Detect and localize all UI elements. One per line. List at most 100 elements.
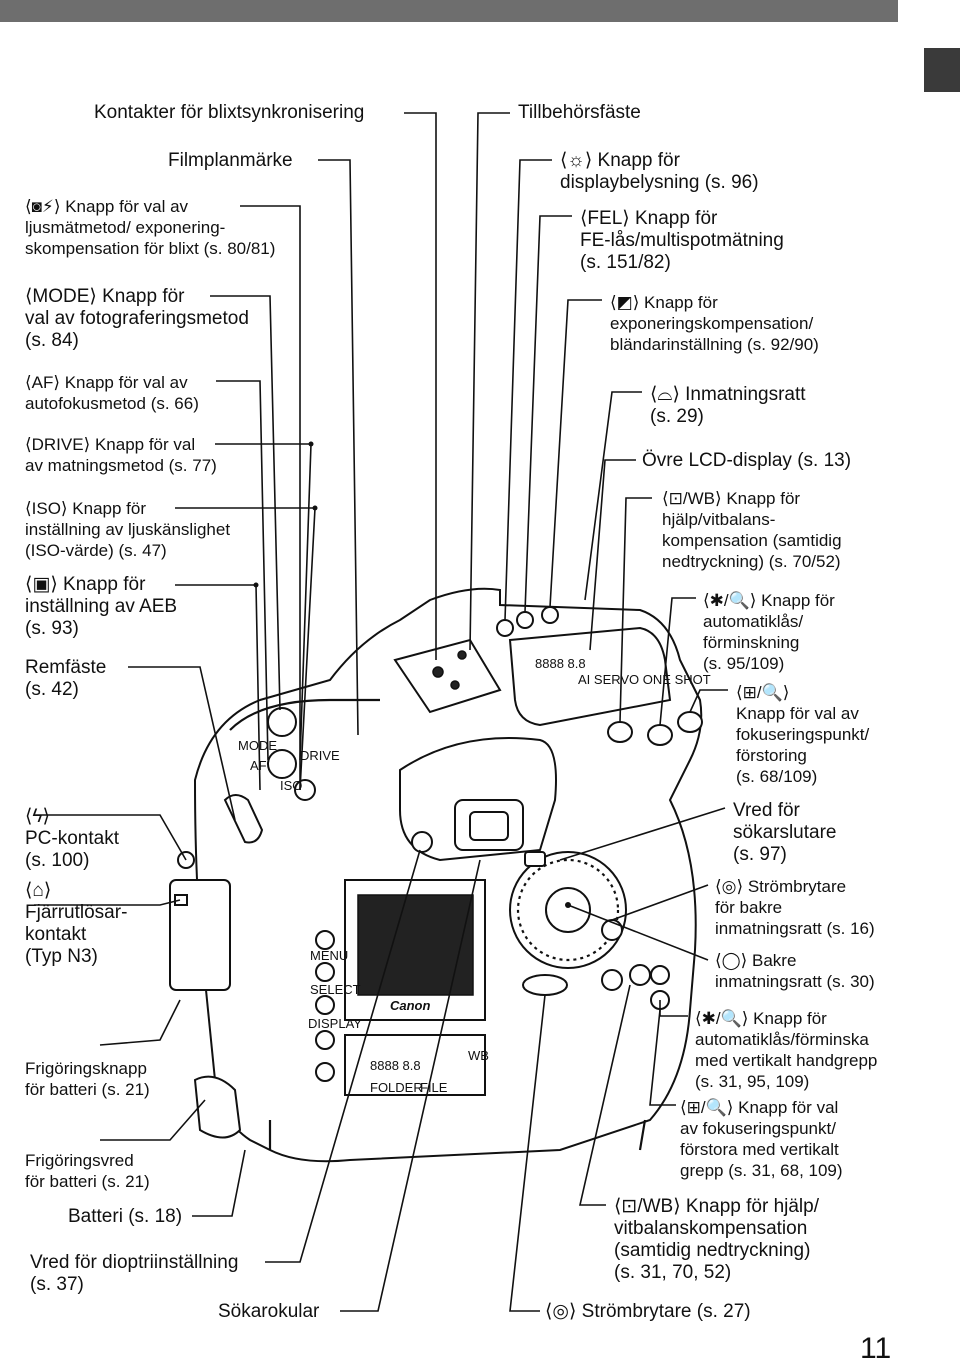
ae-lock-v-button	[650, 965, 670, 985]
label-illum: ⟨☼⟩ Knapp för displaybelysning (s. 96)	[560, 150, 759, 194]
label-iso-line: inställning av ljuskänslighet	[25, 520, 231, 539]
label-strap-line: (s. 42)	[25, 679, 79, 700]
label-afpoint-v-line: grepp (s. 31, 68, 109)	[680, 1161, 843, 1180]
label-fel-line: FE-lås/multispotmätning	[580, 230, 784, 251]
label-eyepiece: Sökarokular	[218, 1301, 320, 1322]
label-aeb-line: ⟨▣⟩ Knapp för	[25, 574, 146, 595]
label-pc-line: PC-kontakt	[25, 828, 119, 849]
rear-btn-3	[315, 995, 335, 1015]
label-ael-v: ⟨✱/🔍⟩ Knapp för automatiklås/förminska m…	[695, 1008, 877, 1092]
remote-terminal	[174, 894, 188, 906]
label-battery-btn-line: för batteri (s. 21)	[25, 1080, 150, 1099]
label-expcomp-line: bländarinställning (s. 92/90)	[610, 335, 819, 354]
label-mode-line: val av fotograferingsmetod	[25, 308, 249, 329]
label-help-line: nedtryckning) (s. 70/52)	[662, 552, 841, 571]
terminal-cover	[169, 879, 231, 991]
label-ael-v-line: automatiklås/förminska	[695, 1030, 869, 1049]
top-lcd-segments: 8888 8.8	[535, 656, 586, 671]
label-diopter-line: (s. 37)	[30, 1274, 84, 1295]
label-aeb-line: inställning av AEB	[25, 596, 178, 617]
label-diopter-line: Vred för dioptriinställning	[30, 1252, 239, 1273]
label-help-v-line: ⟨⊡/WB⟩ Knapp för hjälp/	[614, 1196, 820, 1217]
label-af-line: autofokusmetod (s. 66)	[25, 394, 199, 413]
label-shutter-line: sökarslutare	[733, 822, 837, 843]
label-mode: ⟨MODE⟩ Knapp för val av fotograferingsme…	[25, 286, 249, 352]
label-help-line: hjälp/vitbalans-	[662, 510, 776, 529]
label-expcomp: ⟨◩⟩ Knapp för exponeringskompensation/ b…	[610, 292, 819, 355]
label-ael-line: automatiklås/	[703, 612, 804, 631]
label-mode-line: ⟨MODE⟩ Knapp för	[25, 286, 185, 307]
select-text: SELECT	[310, 982, 361, 997]
label-fel-line: ⟨FEL⟩ Knapp för	[580, 208, 718, 229]
label-dial-line: (s. 29)	[650, 406, 704, 427]
label-shutter-line: Vred för	[733, 800, 800, 821]
label-ael-line: (s. 95/109)	[703, 654, 785, 673]
mode-button	[267, 707, 297, 737]
rear-btn-1	[315, 930, 335, 950]
label-metering: ⟨◙⚡⟩ Knapp för val av ljusmätmetod/ expo…	[25, 196, 275, 259]
label-afpoint-line: (s. 68/109)	[736, 767, 818, 786]
label-expcomp-line: exponeringskompensation/	[610, 314, 814, 333]
label-mode-line: (s. 84)	[25, 330, 79, 351]
label-strap: Remfäste (s. 42)	[25, 657, 106, 701]
label-diopter: Vred för dioptriinställning (s. 37)	[30, 1252, 238, 1296]
label-help-v-line: vitbalanskompensation	[614, 1218, 808, 1239]
page-header-bar	[0, 0, 898, 22]
page-number: 11	[860, 1332, 892, 1365]
label-afpoint-v-line: ⟨⊞/🔍⟩ Knapp för val	[680, 1098, 839, 1117]
label-remote-line: kontakt	[25, 924, 87, 945]
label-iso-line: ⟨ISO⟩ Knapp för	[25, 499, 146, 518]
label-dial-line: ⟨⌓⟩ Inmatningsratt	[650, 384, 806, 405]
label-qc-dial: ⟨◯⟩ Bakre inmatningsratt (s. 30)	[715, 950, 875, 992]
label-pc-line: ⟨ϟ⟩	[25, 806, 50, 827]
label-metering-line: skompensation för blixt (s. 80/81)	[25, 239, 276, 258]
drive-button	[267, 749, 297, 779]
label-help-v-line: (s. 31, 70, 52)	[614, 1262, 732, 1283]
label-iso: ⟨ISO⟩ Knapp för inställning av ljuskänsl…	[25, 498, 230, 561]
label-lcd: Övre LCD-display (s. 13)	[642, 450, 852, 471]
label-help-v-line: (samtidig nedtryckning)	[614, 1240, 811, 1261]
label-metering-line: ⟨◙⚡⟩ Knapp för val av	[25, 197, 189, 216]
label-shutter: Vred för sökarslutare (s. 97)	[733, 800, 837, 866]
label-help-v: ⟨⊡/WB⟩ Knapp för hjälp/ vitbalanskompens…	[614, 1196, 819, 1284]
label-qc-switch-line: inmatningsratt (s. 16)	[715, 919, 875, 938]
label-fel: ⟨FEL⟩ Knapp för FE-lås/multispotmätning …	[580, 208, 784, 274]
label-battery-btn: Frigöringsknapp för batteri (s. 21)	[25, 1058, 150, 1100]
label-afpoint-v-line: förstora med vertikalt	[680, 1140, 839, 1159]
strap-lug	[223, 794, 264, 844]
label-strap-line: Remfäste	[25, 657, 107, 678]
label-afpoint-line: Knapp för val av	[736, 704, 859, 723]
label-iso-line: (ISO-värde) (s. 47)	[25, 541, 167, 560]
rear-lower-lcd	[344, 1034, 486, 1096]
label-remote-line: Fjärrutlösar-	[25, 902, 128, 923]
label-qc-dial-line: ⟨◯⟩ Bakre	[715, 951, 797, 970]
diopter-knob	[411, 831, 433, 853]
top-lcd-mode: AI SERVO ONE SHOT	[578, 672, 711, 687]
label-remote-line: (Typ N3)	[25, 946, 98, 967]
label-shutter-line: (s. 97)	[733, 844, 787, 865]
wb-text: WB	[468, 1048, 489, 1063]
top-lcd	[508, 626, 672, 727]
label-fel-line: (s. 151/82)	[580, 252, 671, 273]
label-illum-line: ⟨☼⟩ Knapp för	[560, 150, 680, 171]
label-ael-line: förminskning	[703, 633, 800, 652]
label-illum-line: displaybelysning (s. 96)	[560, 172, 759, 193]
label-qc-switch: ⟨◎⟩ Strömbrytare för bakre inmatningsrat…	[715, 876, 875, 939]
label-ael: ⟨✱/🔍⟩ Knapp för automatiklås/ förminskni…	[703, 590, 835, 674]
hot-shoe	[393, 638, 502, 714]
rear-btn-5	[315, 1062, 335, 1082]
eyepiece-shutter-lever	[524, 851, 546, 867]
label-accessory: Tillbehörsfäste	[518, 102, 641, 123]
label-afpoint-v: ⟨⊞/🔍⟩ Knapp för val av fokuseringspunkt/…	[680, 1097, 843, 1181]
label-power: ⟨◎⟩ Strömbrytare (s. 27)	[545, 1301, 751, 1322]
label-expcomp-line: ⟨◩⟩ Knapp för	[610, 293, 718, 312]
label-remote: ⟨⌂⟩ Fjärrutlösar- kontakt (Typ N3)	[25, 880, 127, 968]
label-battery-lever: Frigöringsvred för batteri (s. 21)	[25, 1150, 150, 1192]
label-aeb: ⟨▣⟩ Knapp för inställning av AEB (s. 93)	[25, 574, 177, 640]
label-afpoint-line: förstoring	[736, 746, 807, 765]
label-ael-line: ⟨✱/🔍⟩ Knapp för	[703, 591, 835, 610]
label-afpoint-line: ⟨⊞/🔍⟩	[736, 683, 790, 702]
label-aeb-line: (s. 93)	[25, 618, 79, 639]
